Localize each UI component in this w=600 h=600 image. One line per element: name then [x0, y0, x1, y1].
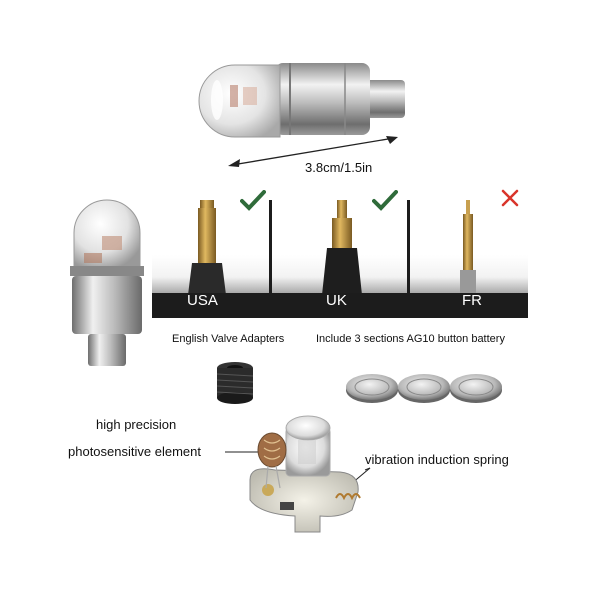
fr-valve — [460, 200, 476, 295]
battery-3 — [450, 374, 502, 403]
led-valve-cap-top — [198, 63, 405, 138]
valve-label-fr: FR — [462, 292, 482, 309]
uk-check-icon — [372, 190, 398, 211]
valve-adapter — [216, 362, 254, 404]
battery-1 — [346, 374, 398, 403]
adapter-label: English Valve Adapters — [172, 333, 285, 345]
dimension-arrow — [228, 136, 398, 167]
spring-label: vibration induction spring — [365, 452, 509, 467]
valve-label-usa: USA — [187, 292, 218, 309]
led-valve-cap-side — [70, 199, 144, 366]
button-batteries — [346, 374, 502, 403]
battery-label: Include 3 sections AG10 button battery — [316, 333, 505, 345]
dimension-label: 3.8cm/1.5in — [305, 160, 373, 175]
photosensitive-label: photosensitive element — [68, 444, 201, 459]
battery-2 — [398, 374, 450, 403]
uk-valve — [322, 200, 362, 295]
led-circuit-board — [249, 415, 361, 533]
fr-cross-icon — [501, 189, 519, 207]
precision-label: high precision — [96, 417, 177, 432]
usa-check-icon — [240, 190, 266, 211]
valve-comparison-band — [152, 200, 528, 318]
usa-valve — [188, 200, 226, 295]
valve-label-uk: UK — [326, 292, 347, 309]
